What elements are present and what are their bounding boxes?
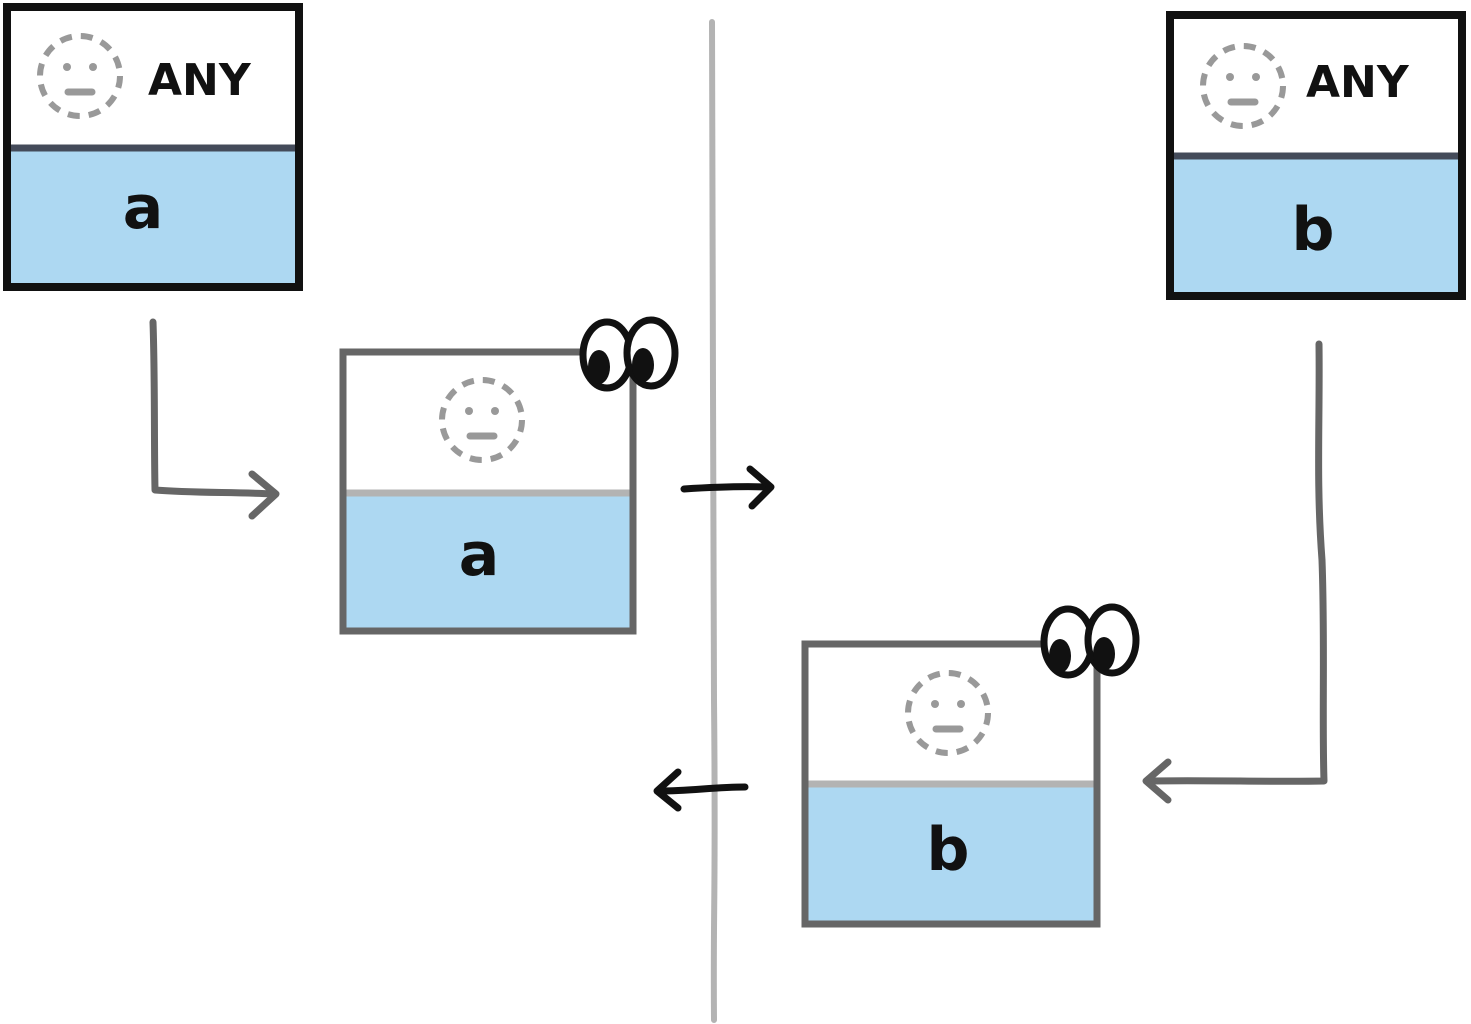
- arrow-left-source-to-copy: [149, 318, 280, 520]
- right-source-value-label: b: [1292, 195, 1335, 265]
- right-copy-box: b: [801, 603, 1140, 928]
- right-source-type-label: ANY: [1306, 57, 1410, 108]
- neutral-face-icon: [905, 670, 991, 756]
- left-source-box: ANY a: [3, 3, 303, 291]
- right-source-value-area: [1170, 156, 1462, 296]
- arrow-right-source-to-copy: [1142, 340, 1328, 804]
- center-divider: [709, 19, 718, 1023]
- left-source-type-label: ANY: [148, 55, 252, 106]
- right-source-box: ANY b: [1166, 11, 1466, 300]
- left-copy-value-area: [343, 493, 633, 631]
- left-source-border: [3, 3, 303, 291]
- left-source-header: [7, 7, 299, 148]
- neutral-face-icon: [1200, 43, 1286, 129]
- right-source-header: [1170, 15, 1462, 156]
- neutral-face-icon: [439, 377, 525, 463]
- arrow-right-copy-outgoing: [653, 768, 749, 812]
- left-source-value-label: a: [123, 173, 164, 243]
- eyes-icon: [1040, 603, 1140, 679]
- right-copy-value-area: [805, 784, 1097, 924]
- left-copy-border: [339, 348, 637, 635]
- arrow-left-copy-outgoing: [680, 465, 775, 510]
- left-copy-value-label: a: [459, 520, 500, 590]
- left-copy-box: a: [339, 316, 679, 635]
- left-source-value-area: [7, 148, 299, 287]
- right-copy-border: [801, 640, 1101, 928]
- right-source-border: [1166, 11, 1466, 300]
- eyes-icon: [579, 316, 679, 392]
- right-copy-value-label: b: [927, 815, 970, 885]
- neutral-face-icon: [37, 33, 123, 119]
